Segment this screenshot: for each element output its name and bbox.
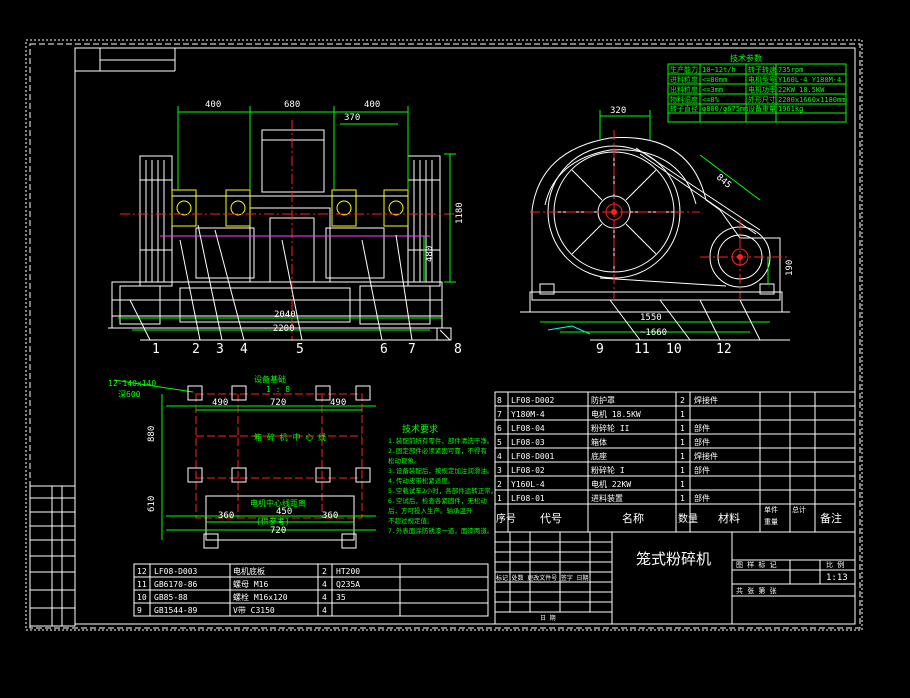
parts-table-grid	[133, 563, 489, 617]
bom-grid	[494, 391, 856, 625]
front-view[interactable]	[108, 106, 456, 340]
sheet-border	[25, 39, 863, 631]
balloon-leaders	[129, 224, 790, 341]
foundation-bolt-holes	[187, 385, 371, 549]
foundation-plan[interactable]	[113, 379, 376, 541]
side-view[interactable]	[520, 110, 790, 335]
left-margin-stamp	[29, 485, 76, 627]
spec-table-grid	[667, 63, 847, 123]
